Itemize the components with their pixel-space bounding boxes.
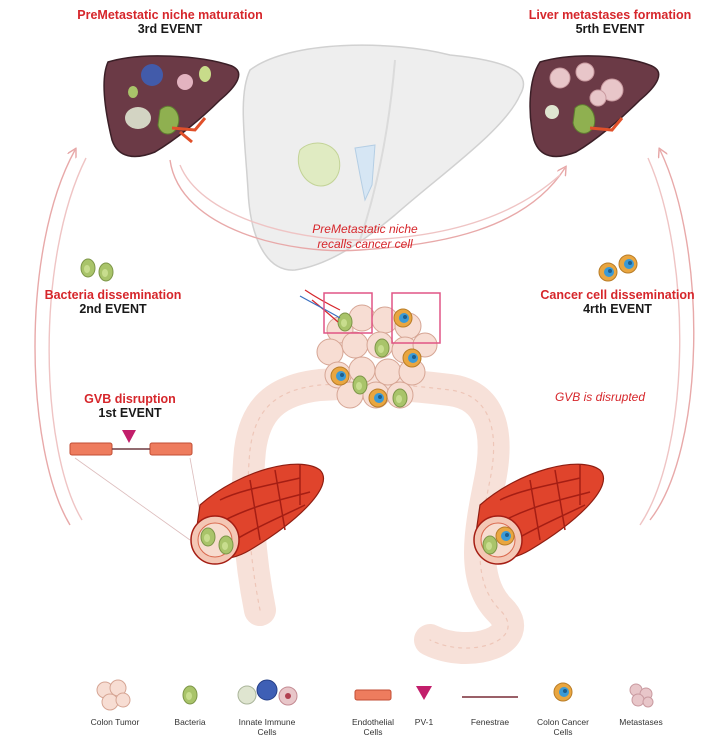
legend-metastases-icon bbox=[629, 683, 654, 708]
liver-metastases bbox=[529, 55, 660, 158]
legend-endothelial-icon bbox=[354, 689, 392, 701]
gvb-barrier bbox=[69, 430, 206, 541]
event-3-label: PreMetastatic niche maturation 3rd EVENT bbox=[60, 8, 280, 36]
legend-ccc-line1: Colon Cancer bbox=[537, 717, 589, 727]
event-4-sub: 4rth EVENT bbox=[583, 302, 652, 316]
legend-pv1-icon bbox=[416, 686, 432, 700]
event-2-label: Bacteria dissemination 2nd EVENT bbox=[18, 288, 208, 316]
legend-metastases-label: Metastases bbox=[619, 717, 663, 727]
legend-bacteria-label: Bacteria bbox=[174, 717, 206, 727]
legend-ccc-line2: Cells bbox=[553, 727, 573, 737]
legend-immune-label: Innate Immune Cells bbox=[232, 717, 302, 737]
legend-endo-line2: Cells bbox=[363, 727, 383, 737]
legend-colon-tumor-icon bbox=[96, 679, 131, 711]
event-4-label: Cancer cell dissemination 4rth EVENT bbox=[520, 288, 715, 316]
recall-note-line1: PreMetastatic niche bbox=[312, 222, 418, 236]
legend-immune-icon bbox=[237, 679, 298, 706]
background-liver bbox=[242, 44, 525, 271]
cycle-arrows bbox=[34, 150, 695, 526]
legend-endo-line1: Endothelial bbox=[351, 717, 395, 727]
event-2-sub: 2nd EVENT bbox=[79, 302, 147, 316]
colon bbox=[232, 367, 524, 664]
legend-colon-tumor-label: Colon Tumor bbox=[90, 717, 140, 727]
event-2-title: Bacteria dissemination bbox=[44, 288, 182, 302]
legend-pv1-label: PV-1 bbox=[414, 717, 434, 727]
event-1-label: GVB disruption 1st EVENT bbox=[65, 392, 195, 420]
recall-note: PreMetastatic niche recalls cancer cell bbox=[290, 222, 440, 252]
event-4-title: Cancer cell dissemination bbox=[540, 288, 695, 302]
event-3-sub: 3rd EVENT bbox=[137, 22, 203, 36]
cancer-cell-group bbox=[598, 254, 638, 282]
event-5-label: Liver metastases formation 5rth EVENT bbox=[515, 8, 705, 36]
legend-icons bbox=[96, 679, 654, 711]
tumor-cluster bbox=[299, 289, 441, 409]
event-5-title: Liver metastases formation bbox=[528, 8, 692, 22]
vessel-left bbox=[190, 463, 325, 565]
legend-immune-line2: Cells bbox=[257, 727, 277, 737]
vessel-right bbox=[473, 463, 605, 565]
recall-note-line2: recalls cancer cell bbox=[317, 237, 413, 251]
bacteria-group bbox=[80, 258, 114, 282]
legend-fenestrae-label: Fenestrae bbox=[470, 717, 510, 727]
legend-endothelial-label: Endothelial Cells bbox=[340, 717, 406, 737]
event-1-title: GVB disruption bbox=[84, 392, 176, 406]
legend-cancer-cell-icon bbox=[553, 682, 573, 702]
event-3-title: PreMetastatic niche maturation bbox=[77, 8, 263, 22]
gvb-disrupted-note: GVB is disrupted bbox=[554, 390, 646, 404]
event-1-sub: 1st EVENT bbox=[98, 406, 162, 420]
liver-prem-niche bbox=[103, 55, 240, 158]
event-5-sub: 5rth EVENT bbox=[575, 22, 645, 36]
legend-cancer-cell-label: Colon Cancer Cells bbox=[533, 717, 593, 737]
legend-bacteria-icon bbox=[182, 685, 198, 705]
legend-immune-line1: Innate Immune bbox=[238, 717, 296, 727]
